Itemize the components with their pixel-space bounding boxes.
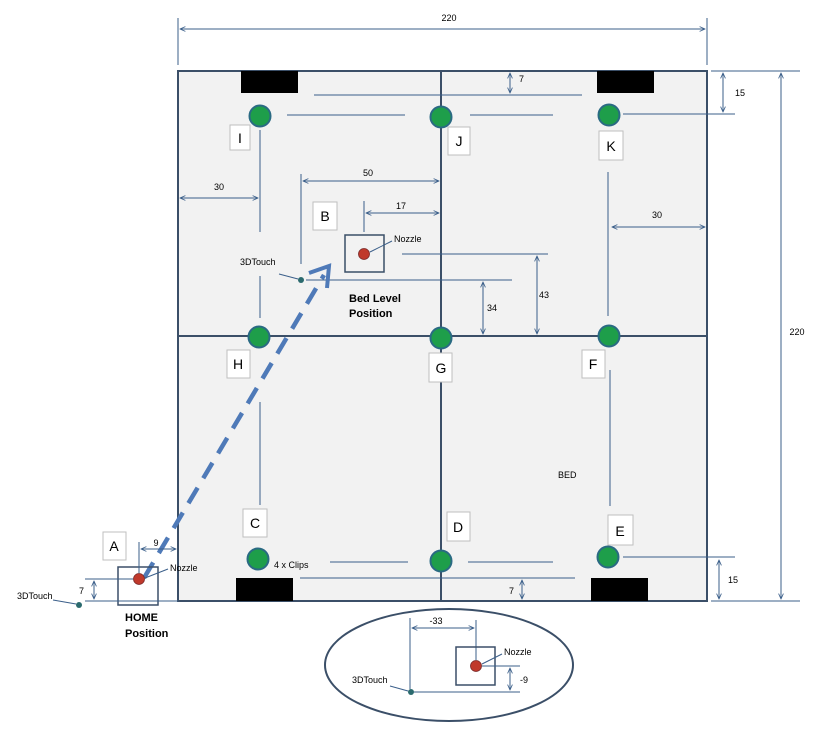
probe-point-h	[247, 325, 271, 349]
dim-home-y-label: 7	[79, 586, 84, 596]
point-label-j: J	[456, 133, 463, 149]
bed-level-3dtouch	[298, 277, 304, 283]
clip-bottom-left	[236, 578, 293, 601]
home-nozzle	[133, 573, 145, 585]
bed-level-nozzle-label: Nozzle	[394, 234, 422, 244]
point-label-h: H	[233, 356, 243, 372]
dim-right-height-label: 220	[789, 327, 804, 337]
dim-offset-x-label: -33	[429, 616, 442, 626]
dim-home-x-label: 9	[153, 538, 158, 548]
point-label-e: E	[615, 523, 624, 539]
offset-3dtouch-label: 3DTouch	[352, 675, 388, 685]
point-label-g: G	[436, 360, 447, 376]
point-label-c: C	[250, 515, 260, 531]
probe-point-f	[597, 324, 621, 348]
point-label-d: D	[453, 519, 463, 535]
point-label-i: I	[238, 130, 242, 146]
home-3dtouch	[76, 602, 82, 608]
offset-nozzle-label: Nozzle	[504, 647, 532, 657]
offset-3dtouch	[408, 689, 414, 695]
offset-nozzle	[470, 660, 482, 672]
probe-point-k	[597, 103, 621, 127]
probe-point-c	[246, 547, 270, 571]
clip-bottom-right	[591, 578, 648, 601]
offset-inset	[324, 608, 574, 722]
dim-right-gap-label: 30	[652, 210, 662, 220]
probe-point-i	[248, 104, 272, 128]
home-nozzle-label: Nozzle	[170, 563, 198, 573]
dim-v34-label: 34	[487, 303, 497, 313]
dim-right-bottom-label: 15	[728, 575, 738, 585]
clip-top-right	[597, 71, 654, 93]
point-label-b: B	[320, 208, 329, 224]
point-label-f: F	[589, 356, 598, 372]
dim-nozzle-to-j-label: 17	[396, 201, 406, 211]
bed-level-3dtouch-label: 3DTouch	[240, 257, 276, 267]
home-3dtouch-label: 3DTouch	[17, 591, 53, 601]
dim-left-gap-label: 30	[214, 182, 224, 192]
bed-label: BED	[558, 470, 577, 480]
dim-top-width-label: 220	[441, 13, 456, 23]
clips-label: 4 x Clips	[274, 560, 309, 570]
dim-bottom-gap-label: 7	[509, 586, 514, 596]
bed-level-title-2: Position	[349, 308, 393, 320]
home-title-1: HOME	[125, 612, 158, 624]
point-label-k: K	[606, 138, 616, 154]
dim-offset-y-label: -9	[520, 675, 528, 685]
probe-point-d	[429, 549, 453, 573]
home-title-2: Position	[125, 628, 169, 640]
dim-v43-label: 43	[539, 290, 549, 300]
probe-point-g	[429, 326, 453, 350]
bed-level-title-1: Bed Level	[349, 293, 401, 305]
bed-level-nozzle	[358, 248, 370, 260]
home-to-bed-level-arrow	[142, 273, 326, 580]
point-label-a: A	[109, 538, 119, 554]
probe-point-j	[429, 105, 453, 129]
dim-top-gap-label: 7	[519, 74, 524, 84]
clip-top-left	[241, 71, 298, 93]
home-nozzle-box	[117, 566, 159, 606]
dim-b-to-j-label: 50	[363, 168, 373, 178]
probe-point-e	[596, 545, 620, 569]
dim-right-top-label: 15	[735, 88, 745, 98]
bed-level-nozzle-box	[344, 234, 385, 273]
